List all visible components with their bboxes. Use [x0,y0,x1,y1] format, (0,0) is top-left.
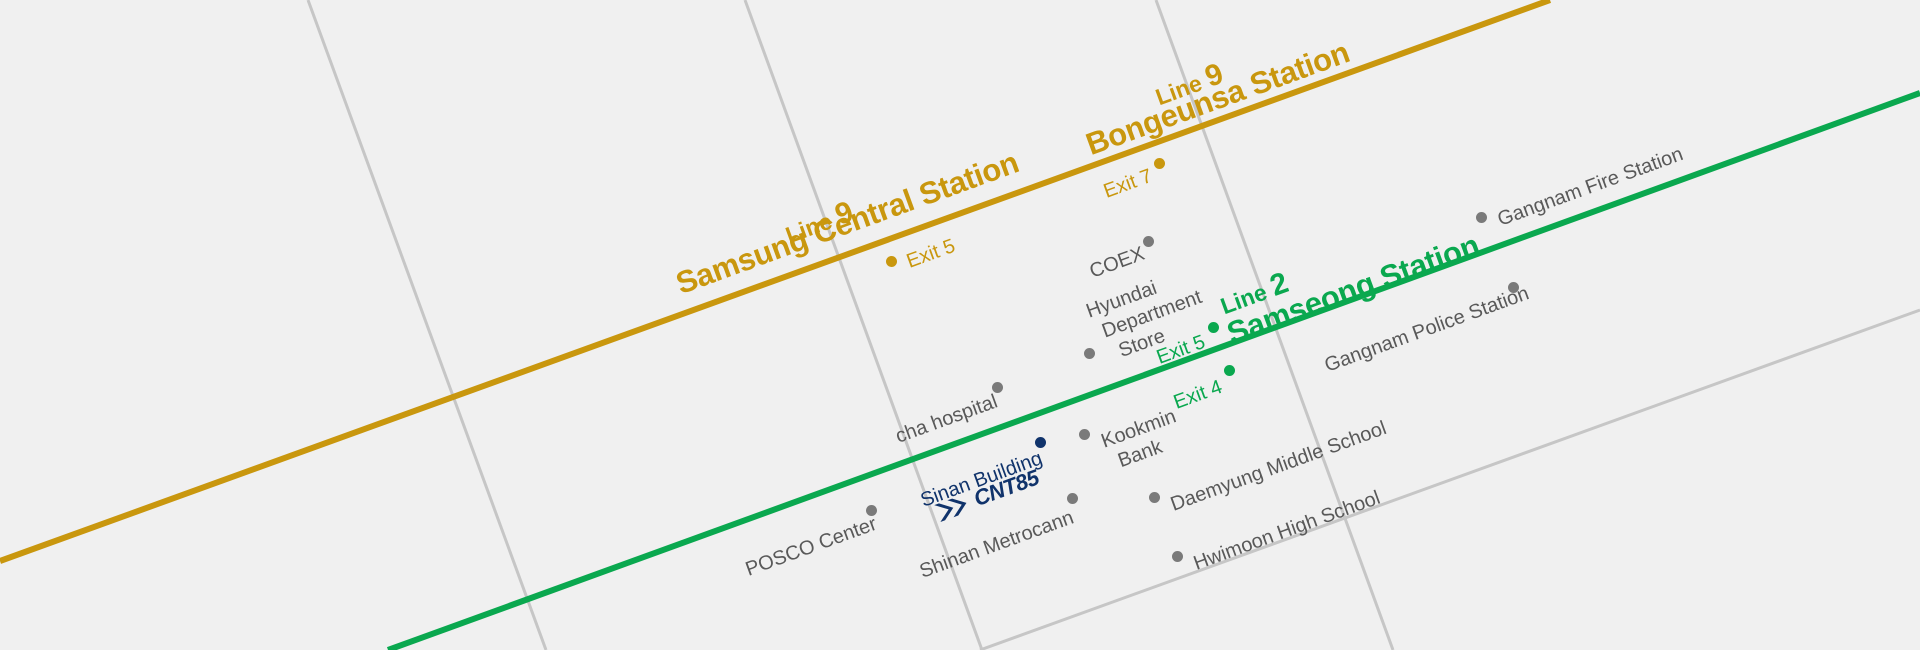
shinan-metrocann-marker [1067,493,1078,504]
samsung-central-exit5-marker [886,256,897,267]
street-1 [306,0,548,650]
gangnam-police-station-marker [1508,282,1519,293]
samseong-exit4-marker [1224,365,1235,376]
subway-line-2 [386,90,1920,650]
hwimoon-high-school-marker [1172,551,1183,562]
double-chevron-logo-icon [934,498,967,522]
street-2 [743,0,984,650]
cha-hospital-marker [992,382,1003,393]
bongeunsa-exit7-marker [1154,158,1165,169]
cnt85-logo: CNT85 [931,465,1042,527]
posco-center-marker [866,505,877,516]
daemyung-middle-school-marker [1149,492,1160,503]
gangnam-fire-station-marker [1476,212,1487,223]
samseong-exit5-marker [1208,322,1219,333]
kookmin-bank-marker [1079,429,1090,440]
coex-marker [1143,236,1154,247]
hyundai-marker [1084,348,1095,359]
subway-line-9 [0,0,1552,564]
street-4 [979,308,1920,650]
sinan-building-marker [1035,437,1046,448]
